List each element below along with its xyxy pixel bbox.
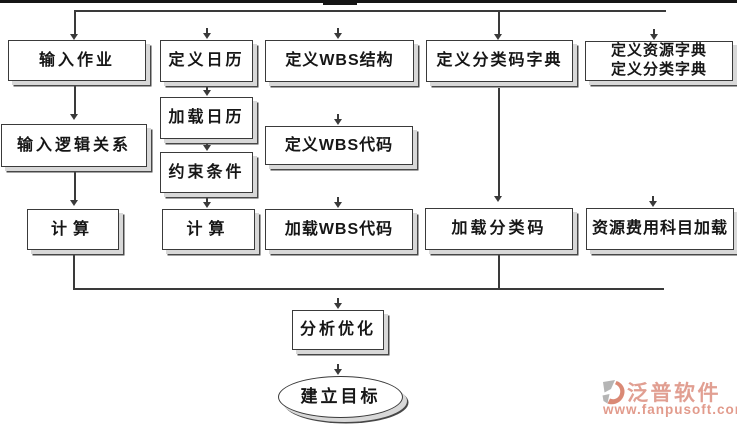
- node-load-wbs-code: 加载WBS代码: [265, 209, 413, 250]
- arrow-stem-13: [652, 196, 654, 201]
- fanpu-watermark: 泛普软件 www.fanpusoft.com: [597, 371, 737, 417]
- node-define-wbs-structure: 定义WBS结构: [265, 40, 414, 82]
- connector-line-3: [74, 85, 76, 114]
- node-label: 定义分类字典: [610, 61, 707, 78]
- arrowhead-3: [333, 32, 342, 39]
- connector-line-2: [498, 10, 500, 34]
- arrow-stem-9: [206, 197, 208, 202]
- arrow-stem-14: [337, 298, 339, 303]
- arrow-stem-2: [206, 28, 208, 33]
- node-label: 分析优化: [299, 321, 376, 338]
- node-analyze-optimize: 分析优化: [292, 310, 384, 350]
- connector-line-1: [74, 10, 76, 34]
- node-label: 计算: [186, 220, 231, 238]
- node-calculate-left: 计算: [27, 209, 119, 250]
- arrowhead-0: [69, 33, 78, 40]
- arrowhead-11: [333, 201, 342, 208]
- node-define-wbs-code: 定义WBS代码: [265, 126, 413, 165]
- arrowhead-6: [69, 199, 78, 206]
- fanpu-logo-icon: [602, 380, 625, 405]
- top-edge-artifact-0: [0, 0, 737, 3]
- arrowhead-7: [202, 89, 211, 96]
- node-label: 定义WBS结构: [285, 52, 394, 69]
- node-load-calendar: 加载日历: [160, 97, 253, 139]
- arrowhead-15: [333, 368, 342, 375]
- node-label: 约束条件: [168, 163, 245, 181]
- watermark-brand-text: 泛普软件: [627, 382, 721, 405]
- connector-line-8: [498, 254, 500, 288]
- arrow-stem-4: [653, 29, 655, 34]
- arrow-stem-10: [337, 114, 339, 119]
- connector-line-0: [74, 10, 666, 12]
- arrow-stem-11: [337, 197, 339, 202]
- arrow-stem-3: [337, 28, 339, 33]
- node-constraint-condition: 约束条件: [160, 152, 253, 193]
- arrowhead-5: [69, 113, 78, 120]
- node-label: 定义资源字典: [610, 42, 707, 60]
- node-input-logic-relation: 输入逻辑关系: [1, 124, 147, 167]
- arrowhead-2: [202, 32, 211, 39]
- node-label: 输入作业: [38, 51, 115, 69]
- node-establish-target: 建立目标: [278, 376, 403, 418]
- arrowhead-12: [493, 195, 502, 202]
- node-label: 定义分类码字典: [436, 52, 563, 69]
- arrowhead-1: [493, 33, 502, 40]
- node-label: 输入逻辑关系: [16, 136, 131, 154]
- arrowhead-8: [202, 144, 211, 151]
- node-label: 加载WBS代码: [284, 220, 394, 238]
- node-label: 定义日历: [168, 52, 245, 69]
- node-label: 加载日历: [168, 109, 245, 126]
- node-define-classcode-dictionary: 定义分类码字典: [426, 40, 573, 82]
- node-label: 计算: [50, 220, 95, 238]
- node-label: 资源费用科目加载: [591, 220, 728, 237]
- arrowhead-4: [649, 33, 658, 40]
- node-calculate-mid: 计算: [162, 209, 255, 250]
- connector-line-7: [73, 288, 664, 290]
- arrow-stem-7: [206, 85, 208, 90]
- node-input-activity: 输入作业: [8, 40, 146, 81]
- top-edge-artifact-1: [323, 0, 357, 5]
- connector-line-6: [73, 254, 75, 288]
- watermark-url-text: www.fanpusoft.com: [603, 402, 737, 417]
- node-load-classcode: 加载分类码: [425, 208, 573, 250]
- node-label: 加载分类码: [451, 220, 547, 237]
- node-define-calendar: 定义日历: [160, 40, 253, 82]
- node-define-resource-dictionary: 定义资源字典定义分类字典: [585, 41, 733, 81]
- node-resource-cost-account-load: 资源费用科目加载: [586, 208, 734, 250]
- node-label: 定义WBS代码: [284, 136, 394, 154]
- connector-line-5: [498, 88, 500, 196]
- arrowhead-10: [333, 118, 342, 125]
- arrowhead-13: [648, 200, 657, 207]
- arrow-stem-15: [337, 364, 339, 369]
- arrow-stem-8: [206, 140, 208, 145]
- connector-line-4: [74, 171, 76, 200]
- node-label: 建立目标: [300, 387, 381, 407]
- arrowhead-9: [202, 201, 211, 208]
- arrowhead-14: [333, 302, 342, 309]
